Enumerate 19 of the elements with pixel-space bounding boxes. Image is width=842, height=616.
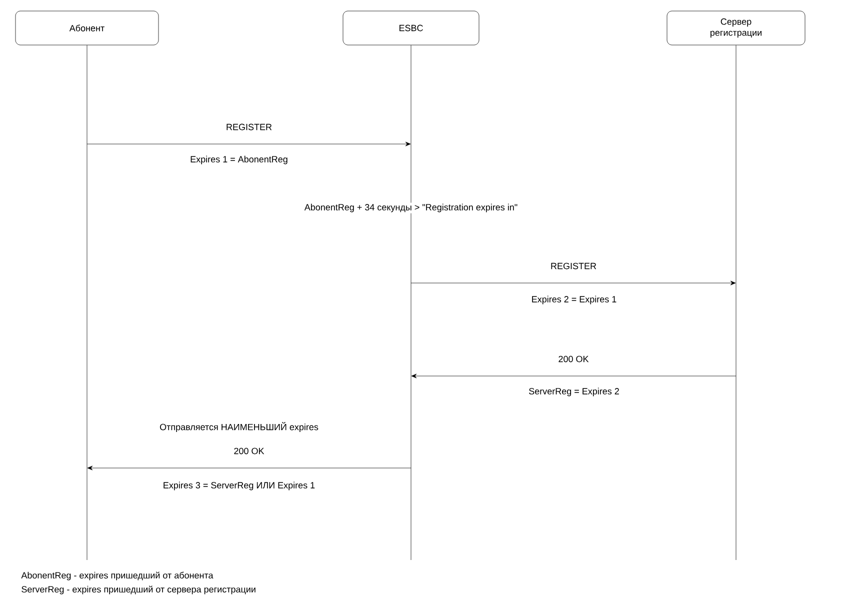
participant-box: Сервер регистрации xyxy=(666,10,806,46)
participant-box: Абонент xyxy=(15,10,159,46)
participant-box: ESBC xyxy=(342,10,480,46)
annotation-text: Отправляется НАИМЕНЬШИЙ expires xyxy=(158,421,320,433)
annotation-text: Expires 2 = Expires 1 xyxy=(530,294,618,306)
message-arrow xyxy=(86,142,411,146)
edge-label: REGISTER xyxy=(226,124,272,130)
annotation-text: ServerReg = Expires 2 xyxy=(528,386,620,398)
footnote-text: AbonentReg - expires пришедший от абонента xyxy=(20,570,214,582)
annotation-text: Expires 3 = ServerReg ИЛИ Expires 1 xyxy=(162,480,316,492)
edge-label: 200 OK xyxy=(558,356,589,362)
annotation-text: Expires 1 = AbonentReg xyxy=(189,154,289,166)
message-arrow xyxy=(87,466,412,470)
edge-label: 200 OK xyxy=(234,448,264,454)
annotation-text: AbonentReg + 34 секунды > "Registration expires in" xyxy=(303,202,519,214)
message-arrow xyxy=(410,280,736,286)
footnote-text: ServerReg - expires пришедший от сервера регистрации xyxy=(20,584,257,596)
message-arrow xyxy=(411,374,736,378)
edge-label: REGISTER xyxy=(551,262,596,270)
